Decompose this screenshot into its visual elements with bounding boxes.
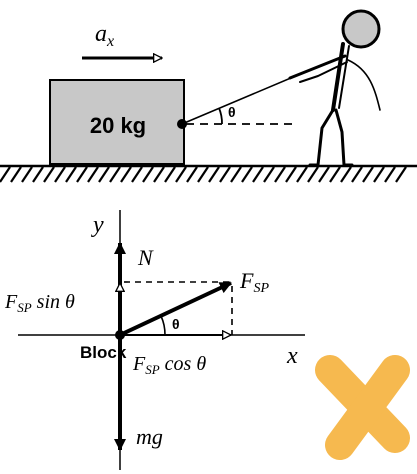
ground-hatching <box>0 166 407 183</box>
normal-force-label: N <box>137 245 154 270</box>
fbd-angle-label: θ <box>172 316 180 332</box>
ground-hatch-mark <box>208 166 220 183</box>
ground-hatch-mark <box>76 166 88 183</box>
block-mass-label: 20 kg <box>90 113 146 138</box>
ground-hatch-mark <box>285 166 297 183</box>
ground-hatch-mark <box>307 166 319 183</box>
horizontal-component-label: FSP cos θ <box>132 353 206 377</box>
x-axis-label: x <box>286 343 298 369</box>
ground-hatch-mark <box>54 166 66 183</box>
ground-hatch-mark <box>164 166 176 183</box>
free-body-diagram: y x N FSP FSP sin θ FSP cos θ θ Block m <box>4 210 305 470</box>
ground-hatch-mark <box>98 166 110 183</box>
ground-hatch-mark <box>241 166 253 183</box>
ground-hatch-mark <box>153 166 165 183</box>
fbd-angle-arc <box>160 315 166 336</box>
ground-hatch-mark <box>120 166 132 183</box>
ground-hatch-mark <box>43 166 55 183</box>
ground-hatch-mark <box>175 166 187 183</box>
applied-force-label: FSP <box>239 268 269 296</box>
ground-hatch-mark <box>318 166 330 183</box>
ground-hatch-mark <box>87 166 99 183</box>
ground-hatch-mark <box>274 166 286 183</box>
ground-hatch-mark <box>142 166 154 183</box>
ground-hatch-mark <box>65 166 77 183</box>
acceleration-label: ax <box>95 21 114 50</box>
applied-force-arrow <box>119 281 232 337</box>
angle-arc <box>218 107 223 125</box>
person-head <box>341 9 381 49</box>
origin-label: Block <box>80 343 127 362</box>
ground-hatch-mark <box>10 166 22 183</box>
ground-hatch-mark <box>252 166 264 183</box>
ground-hatch-mark <box>197 166 209 183</box>
vertical-component-label: FSP sin θ <box>4 291 75 315</box>
ground-hatch-mark <box>263 166 275 183</box>
rope <box>181 71 306 125</box>
ground-hatch-mark <box>131 166 143 183</box>
ground-hatch-mark <box>219 166 231 183</box>
scene-angle-label: θ <box>228 104 236 120</box>
ground-hatch-mark <box>395 166 407 183</box>
ground-hatch-mark <box>0 166 11 183</box>
ground-hatch-mark <box>384 166 396 183</box>
ground-hatch-mark <box>296 166 308 183</box>
watermark <box>315 355 410 460</box>
ground-hatch-mark <box>109 166 121 183</box>
ground-hatch-mark <box>351 166 363 183</box>
ground-hatch-mark <box>21 166 33 183</box>
ground-hatch-mark <box>362 166 374 183</box>
person-pulling <box>288 9 381 167</box>
weight-label: mg <box>136 424 163 449</box>
ground-hatch-mark <box>373 166 385 183</box>
scene: ax 20 kg θ <box>0 9 417 183</box>
y-axis-label: y <box>91 212 104 238</box>
ground-hatch-mark <box>340 166 352 183</box>
ground-hatch-mark <box>230 166 242 183</box>
ground-hatch-mark <box>186 166 198 183</box>
ground-hatch-mark <box>32 166 44 183</box>
ground-hatch-mark <box>329 166 341 183</box>
